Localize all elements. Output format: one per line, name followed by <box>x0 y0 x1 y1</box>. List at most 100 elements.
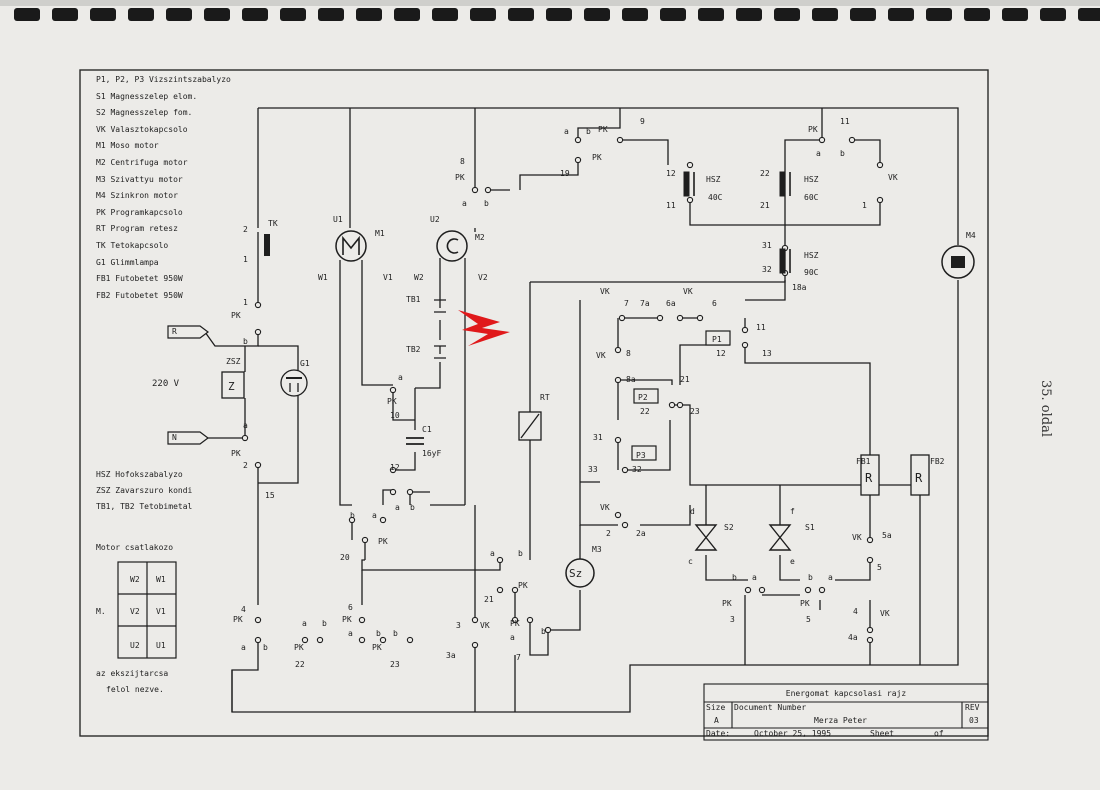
label-pk: PK <box>800 599 810 608</box>
contact-terminal <box>496 556 504 564</box>
hsz-thermostats <box>683 171 791 274</box>
label-w1: W1 <box>156 575 166 584</box>
label-n4: 4 <box>853 607 858 616</box>
legend-entry: RT Program retesz <box>96 224 178 234</box>
binding-hole <box>432 8 458 21</box>
binding-hole <box>90 8 116 21</box>
author: Merza Peter <box>814 716 867 725</box>
label-n9: 9 <box>640 117 645 126</box>
contact-terminal <box>471 186 479 194</box>
contact-terminal <box>818 136 826 144</box>
label-vk: VK <box>596 351 606 360</box>
label-zsz: ZSZ <box>226 357 241 366</box>
page-number-note: 35. oldal <box>1025 380 1065 450</box>
label-b: b <box>732 573 737 582</box>
contact-terminal <box>241 434 249 442</box>
label-g1: G1 <box>300 359 310 368</box>
label-b: b <box>840 149 845 158</box>
label-p2: P2 <box>638 393 648 402</box>
contact-terminal <box>358 636 366 644</box>
label-tb2: TB2 <box>406 345 421 354</box>
label-b: b <box>410 503 415 512</box>
wiring <box>186 107 959 713</box>
contact-terminal <box>696 314 704 322</box>
label-pk: PK <box>231 311 241 320</box>
label-tk: TK <box>268 219 278 228</box>
label-pk: PK <box>592 153 602 162</box>
label-pk: PK <box>510 619 520 628</box>
label-d: d <box>690 507 695 516</box>
legend-entry: P1, P2, P3 Vizszintszabalyzo <box>96 75 231 84</box>
label-n7: 7 <box>624 299 629 308</box>
label-n3: 3 <box>730 615 735 624</box>
label-n8: 8 <box>460 157 465 166</box>
label-n1: 1 <box>862 201 867 210</box>
label-a: a <box>462 199 467 208</box>
label-n8a: 8a <box>626 375 636 384</box>
label-t90: 90C <box>804 268 819 277</box>
mains-inputs <box>167 325 209 445</box>
label-n2: 2 <box>243 461 248 470</box>
label-v220: 220 V <box>152 379 180 389</box>
contact-terminal <box>866 636 874 644</box>
sheet-label: Sheet <box>870 729 895 738</box>
label-pk: PK <box>342 615 352 624</box>
zsz-suppressor <box>221 371 245 399</box>
label-b: b <box>263 643 268 652</box>
legend-entry: VK Valasztokapcsolo <box>96 124 188 134</box>
contact-terminal <box>686 161 694 169</box>
label-pk: PK <box>808 125 818 134</box>
contact-terminal <box>614 376 622 384</box>
label-a: a <box>302 619 307 628</box>
label-rr: R <box>172 327 177 336</box>
contact-terminal <box>254 616 262 624</box>
contact-terminal <box>614 346 622 354</box>
label-n5a: 5a <box>882 531 892 540</box>
legend-entry: M3 Szivattyu motor <box>96 174 183 184</box>
level-switch-boxes <box>631 330 731 461</box>
label-n6a: 6a <box>666 299 676 308</box>
contact-terminal <box>758 586 766 594</box>
contact-terminal <box>348 516 356 524</box>
label-a: a <box>398 373 403 382</box>
label-n1: 1 <box>243 255 248 264</box>
label-b: b <box>484 199 489 208</box>
label-vk: VK <box>880 609 890 618</box>
legend-entry: M2 Centrifuga motor <box>96 157 188 167</box>
contact-terminal <box>254 328 262 336</box>
label-e: e <box>790 557 795 566</box>
legend-entry: M4 Szinkron motor <box>96 191 178 201</box>
label-n32: 32 <box>632 465 642 474</box>
contact-terminal <box>866 626 874 634</box>
label-a: a <box>828 573 833 582</box>
label-m4: M4 <box>966 231 976 240</box>
label-n3: 3 <box>456 621 461 630</box>
contact-terminal <box>668 401 676 409</box>
date-label: Date: <box>706 729 731 738</box>
label-n11: 11 <box>666 201 676 210</box>
contact-terminal <box>511 616 519 624</box>
binding-hole <box>318 8 344 21</box>
label-p1: P1 <box>712 335 722 344</box>
binding-hole <box>1040 8 1066 21</box>
label-n: N <box>172 433 177 442</box>
label-n23: 23 <box>690 407 700 416</box>
binding-hole <box>166 8 192 21</box>
label-vk: VK <box>888 173 898 182</box>
label-pk: PK <box>231 449 241 458</box>
contact-terminal <box>254 636 262 644</box>
contact-terminal <box>686 196 694 204</box>
contact-terminal <box>574 156 582 164</box>
legend-entry: ZSZ Zavarszuro kondi <box>96 486 193 495</box>
legend-entry: S2 Magnesszelep fom. <box>96 108 193 118</box>
label-w2: W2 <box>130 575 140 584</box>
contact-terminal <box>848 136 856 144</box>
label-u2: U2 <box>130 641 140 650</box>
contact-terminal <box>379 636 387 644</box>
label-n21: 21 <box>760 201 770 210</box>
label-n4a: 4a <box>848 633 858 642</box>
label-pk: PK <box>372 643 382 652</box>
label-a: a <box>490 549 495 558</box>
contact-terminal <box>614 436 622 444</box>
